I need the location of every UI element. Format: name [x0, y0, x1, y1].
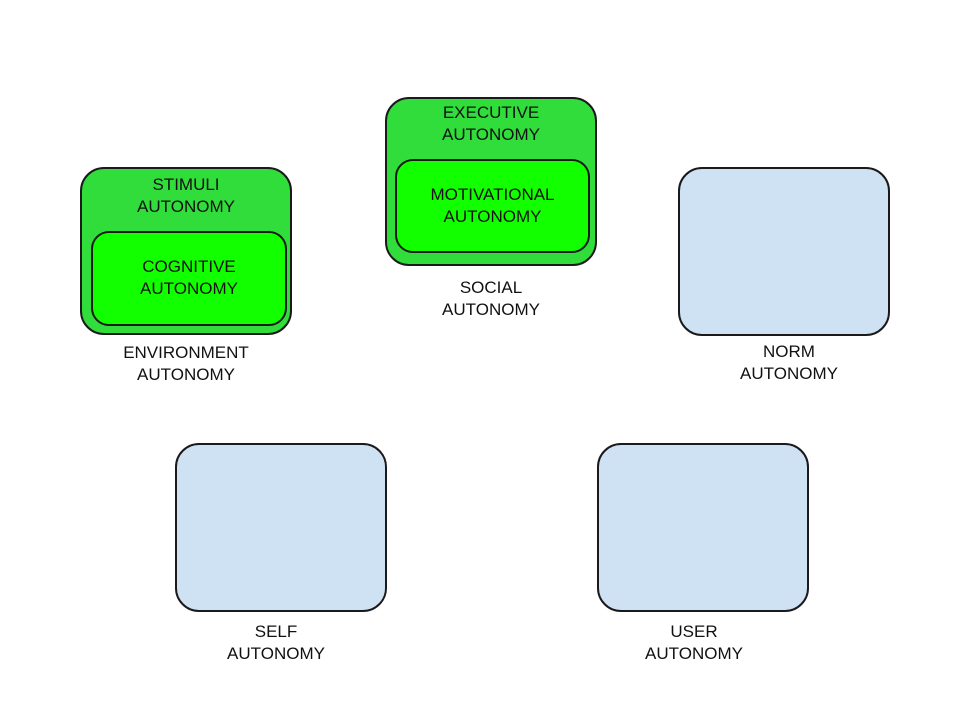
- self-autonomy-box: [175, 443, 387, 612]
- motivational-autonomy-line-2: AUTONOMY: [443, 207, 542, 226]
- self-autonomy-caption: SELF AUTONOMY: [170, 621, 382, 665]
- environment-autonomy-caption: ENVIRONMENT AUTONOMY: [80, 342, 292, 386]
- norm-autonomy-caption: NORM AUTONOMY: [683, 341, 895, 385]
- cognitive-autonomy-box: [91, 231, 287, 326]
- executive-autonomy-label: EXECUTIVE AUTONOMY: [385, 102, 597, 146]
- environment-autonomy-line-2: AUTONOMY: [137, 365, 235, 384]
- norm-autonomy-box: [678, 167, 890, 336]
- cognitive-autonomy-line-1: COGNITIVE: [142, 257, 236, 276]
- user-autonomy-box: [597, 443, 809, 612]
- motivational-autonomy-box: [395, 159, 590, 253]
- social-autonomy-line-1: SOCIAL: [459, 278, 523, 297]
- user-autonomy-caption: USER AUTONOMY: [588, 621, 800, 665]
- executive-autonomy-line-2: AUTONOMY: [442, 125, 540, 144]
- social-autonomy-caption: SOCIAL AUTONOMY: [385, 277, 597, 321]
- executive-autonomy-line-1: EXECUTIVE: [442, 103, 540, 122]
- user-autonomy-line-1: USER: [670, 622, 718, 641]
- self-autonomy-line-1: SELF: [254, 622, 298, 641]
- stimuli-autonomy-label: STIMULI AUTONOMY: [80, 174, 292, 218]
- motivational-autonomy-line-1: MOTIVATIONAL: [430, 185, 555, 204]
- norm-autonomy-line-2: AUTONOMY: [740, 364, 838, 383]
- user-autonomy-line-2: AUTONOMY: [645, 644, 743, 663]
- cognitive-autonomy-line-2: AUTONOMY: [140, 279, 238, 298]
- stimuli-autonomy-line-1: STIMULI: [152, 175, 220, 194]
- environment-autonomy-line-1: ENVIRONMENT: [123, 343, 249, 362]
- motivational-autonomy-label: MOTIVATIONAL AUTONOMY: [395, 184, 590, 228]
- cognitive-autonomy-label: COGNITIVE AUTONOMY: [91, 256, 287, 300]
- self-autonomy-line-2: AUTONOMY: [227, 644, 325, 663]
- social-autonomy-line-2: AUTONOMY: [442, 300, 540, 319]
- norm-autonomy-line-1: NORM: [763, 342, 815, 361]
- stimuli-autonomy-line-2: AUTONOMY: [137, 197, 235, 216]
